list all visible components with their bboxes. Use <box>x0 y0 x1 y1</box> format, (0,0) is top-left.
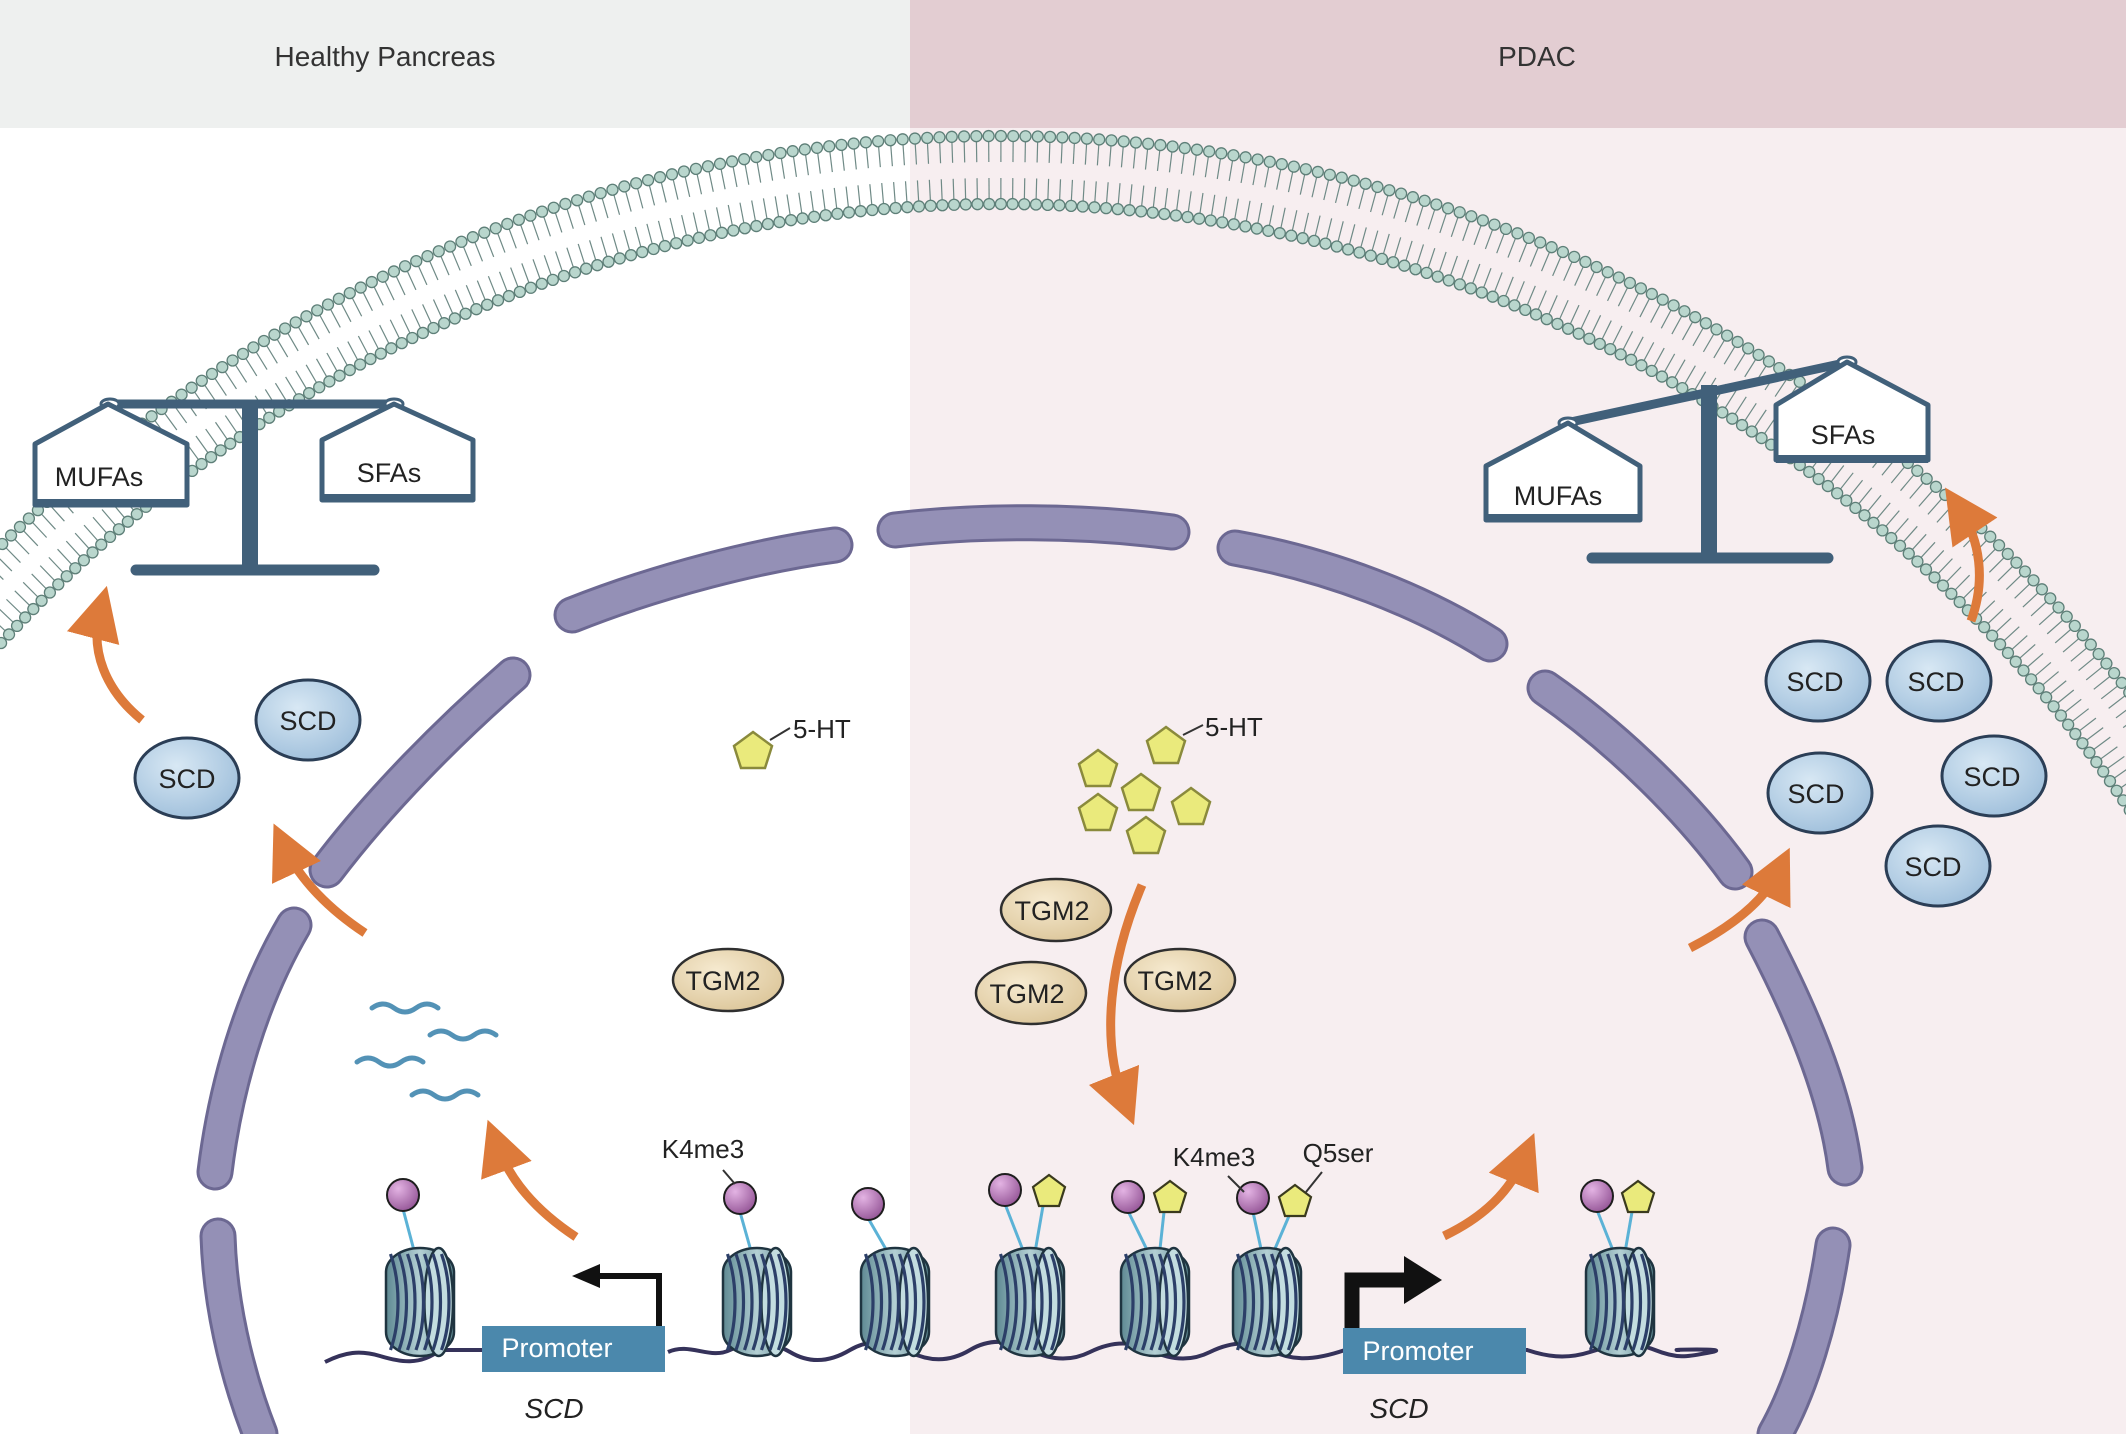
q5ser-mark <box>1620 1179 1656 1214</box>
right-header-bar <box>910 0 2126 128</box>
k4me3-mark <box>988 1173 1022 1207</box>
svg-text:Promoter: Promoter <box>501 1333 612 1363</box>
right-promoter: Promoter <box>1343 1328 1526 1374</box>
left-gene-label: SCD <box>524 1393 583 1424</box>
right-arrow-transcription <box>1442 1133 1539 1241</box>
left-header-title: Healthy Pancreas <box>274 41 495 72</box>
right-mufas-label: MUFAs <box>1514 481 1603 511</box>
q5ser-mark <box>1031 1173 1067 1208</box>
k4me3-mark <box>386 1178 420 1212</box>
right-tgm2-enzyme: TGM2 <box>1123 947 1237 1013</box>
nucleosome <box>1580 1179 1656 1358</box>
svg-text:TGM2: TGM2 <box>1137 966 1212 996</box>
right-scd-protein: SCD <box>1766 751 1874 835</box>
svg-text:TGM2: TGM2 <box>685 966 760 996</box>
k4me3-mark <box>1580 1179 1614 1213</box>
left-scd-protein: SCD <box>133 736 241 820</box>
left-arrow-export <box>272 823 368 937</box>
serotonin-molecule <box>1120 772 1162 812</box>
right-tgm2-enzyme: TGM2 <box>999 877 1113 943</box>
svg-text:TGM2: TGM2 <box>989 979 1064 1009</box>
right-5ht-label: 5-HT <box>1205 712 1263 742</box>
nucleosome <box>988 1173 1067 1358</box>
right-transcription-start-arrow <box>1344 1256 1442 1328</box>
svg-text:SCD: SCD <box>1786 667 1843 697</box>
right-q5ser-label: Q5ser <box>1303 1138 1374 1168</box>
svg-text:Promoter: Promoter <box>1362 1336 1473 1366</box>
svg-text:SCD: SCD <box>1963 762 2020 792</box>
right-sfas-label: SFAs <box>1811 420 1876 450</box>
right-scd-protein: SCD <box>1884 824 1992 908</box>
k4me3-mark <box>851 1187 885 1221</box>
svg-text:SCD: SCD <box>1907 667 1964 697</box>
serotonin-molecule <box>1170 786 1212 826</box>
serotonin-molecule <box>1077 748 1119 788</box>
left-scd-mrna <box>354 1001 499 1102</box>
left-mufas-label: MUFAs <box>55 462 144 492</box>
right-lipid-balance-scale: MUFAs SFAs <box>1483 355 1931 564</box>
svg-text:SCD: SCD <box>1904 852 1961 882</box>
left-arrow-to-scale <box>67 585 145 724</box>
right-scd-protein: SCD <box>1764 639 1872 723</box>
serotonin-molecule <box>1145 725 1187 765</box>
right-header-title: PDAC <box>1498 41 1576 72</box>
right-scd-protein: SCD <box>1940 734 2048 818</box>
k4me3-mark <box>723 1181 757 1215</box>
nucleosome <box>851 1187 931 1358</box>
nuclear-envelope <box>196 504 1864 1434</box>
nucleosome-array <box>384 1173 1656 1358</box>
right-gene-label: SCD <box>1369 1393 1428 1424</box>
q5ser-mark <box>1152 1179 1188 1214</box>
svg-text:SCD: SCD <box>279 706 336 736</box>
svg-text:TGM2: TGM2 <box>1014 896 1089 926</box>
right-tgm2-enzyme: TGM2 <box>974 960 1088 1026</box>
left-sfas-label: SFAs <box>357 458 422 488</box>
right-k4me3-label: K4me3 <box>1173 1142 1255 1172</box>
nucleosome <box>1231 1181 1313 1358</box>
right-arrow-export <box>1687 847 1791 953</box>
left-lipid-balance-scale: MUFAs SFAs <box>32 397 476 576</box>
nucleosome <box>721 1181 793 1358</box>
k4me3-mark <box>1111 1180 1145 1214</box>
svg-text:SCD: SCD <box>1787 779 1844 809</box>
right-scd-protein: SCD <box>1885 639 1993 723</box>
right-arrow-serotonylation <box>1088 883 1147 1126</box>
left-scd-protein: SCD <box>254 678 362 762</box>
left-promoter: Promoter <box>482 1326 665 1372</box>
q5ser-mark <box>1277 1183 1313 1218</box>
left-tgm2-enzyme: TGM2 <box>671 947 785 1013</box>
k4me3-mark <box>1236 1181 1270 1215</box>
left-5ht-label: 5-HT <box>793 714 851 744</box>
left-k4me3-label: K4me3 <box>662 1134 744 1164</box>
serotonin-molecule <box>1125 815 1167 855</box>
left-transcription-start-arrow <box>572 1264 662 1326</box>
nucleosome <box>1111 1179 1191 1358</box>
right-serotonin-cluster: 5-HT <box>1077 712 1263 855</box>
left-header-bar <box>0 0 910 128</box>
right-arrow-to-scale <box>1945 487 1998 623</box>
serotonin-molecule <box>1077 792 1119 832</box>
svg-text:SCD: SCD <box>158 764 215 794</box>
left-serotonin-molecule: 5-HT <box>732 714 851 770</box>
nucleosome <box>384 1178 456 1358</box>
left-arrow-transcription <box>481 1119 579 1241</box>
